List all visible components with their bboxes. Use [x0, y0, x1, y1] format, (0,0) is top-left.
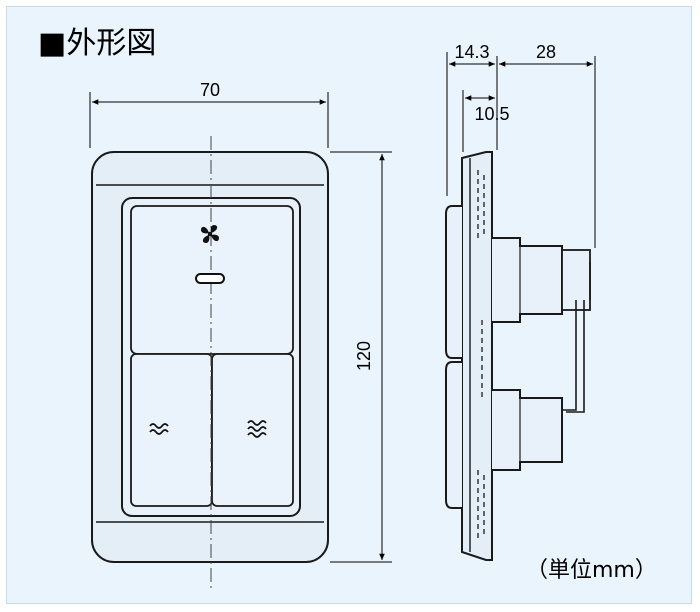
- fan-icon: [201, 225, 219, 243]
- wave-icon-left: [149, 423, 169, 435]
- speed-switch-left[interactable]: [130, 353, 213, 507]
- width-dimension: [89, 92, 329, 148]
- height-dimension: [330, 151, 392, 563]
- indicator-lamp: [195, 273, 225, 284]
- diagram-title: ■外形図: [38, 26, 157, 61]
- dim-height-label: 120: [354, 341, 374, 371]
- speed-switch-right[interactable]: [211, 353, 294, 507]
- dim-side-protrusion-label: 28: [536, 42, 556, 62]
- dim-side-top-label: 14.3: [454, 42, 489, 62]
- wave-icon-right: [247, 420, 267, 438]
- side-view: [445, 151, 591, 561]
- side-dimensions: [446, 52, 596, 248]
- dim-width-label: 70: [200, 80, 220, 100]
- front-view: [91, 136, 329, 590]
- dim-side-inner-label: 10.5: [474, 104, 509, 124]
- unit-note: （単位mm）: [526, 558, 657, 583]
